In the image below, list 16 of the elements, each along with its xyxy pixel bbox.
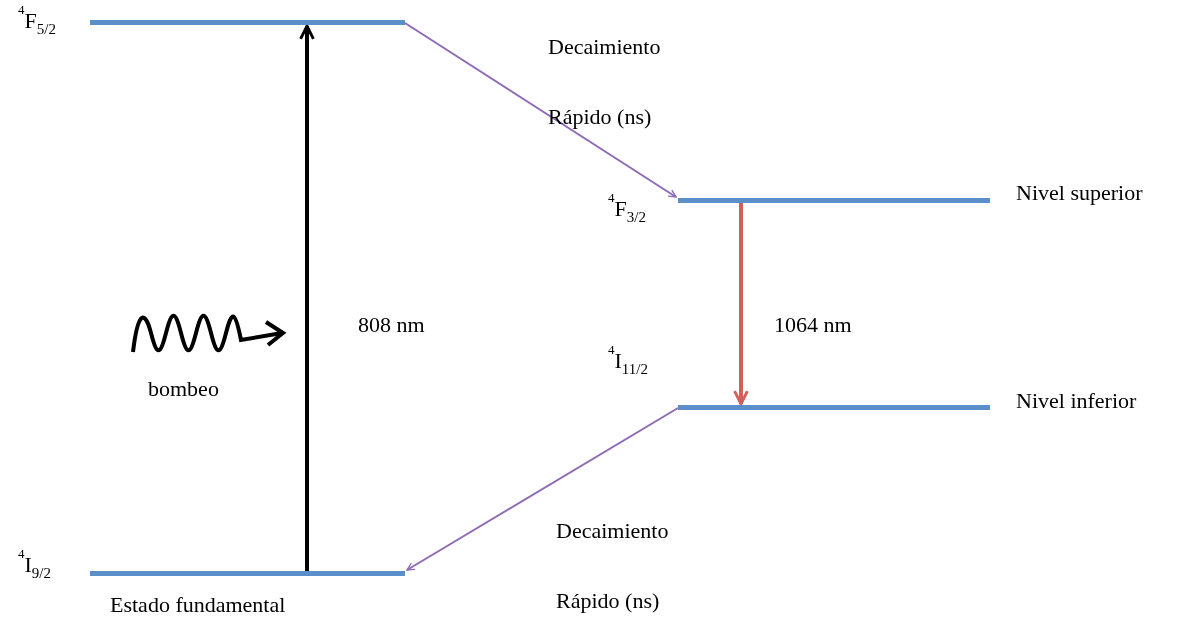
- arrow: [404, 22, 677, 198]
- level-label: Estado fundamental: [110, 592, 286, 618]
- edge-label: 808 nm: [358, 312, 425, 338]
- edge-label: Decaimiento Rápido (ns): [556, 517, 670, 615]
- term-symbol: $^{4}$I$_{11/2}$: [608, 348, 648, 378]
- arrow: [733, 201, 749, 406]
- edge-label: 1064 nm: [774, 312, 852, 338]
- term-symbol: $^{4}$F$_{5/2}$: [18, 8, 56, 38]
- term-symbol: $^{4}$F$_{3/2}$: [608, 196, 646, 226]
- term-symbol: $^{4}$I$_{9/2}$: [18, 552, 51, 582]
- level-label: Nivel inferior: [1016, 388, 1137, 414]
- level-label: Nivel superior: [1016, 180, 1143, 206]
- edge-label: Decaimiento Rápido (ns): [548, 33, 662, 131]
- text-label: bombeo: [148, 376, 219, 402]
- arrow: [299, 24, 315, 573]
- arrow: [406, 407, 679, 571]
